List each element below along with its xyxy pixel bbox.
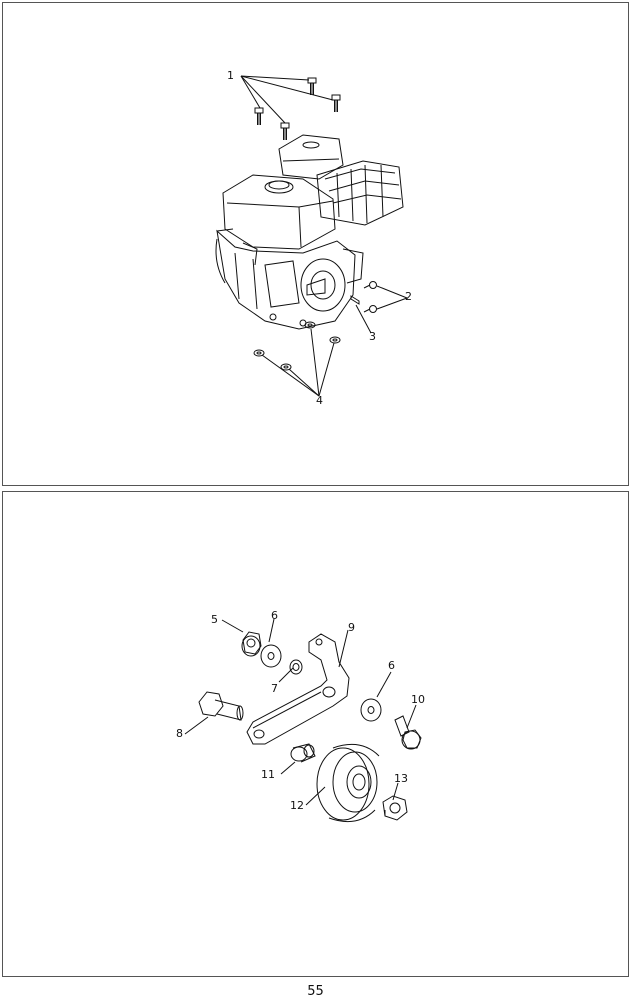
callout-9: 9 xyxy=(348,621,355,634)
bolt-group-1 xyxy=(254,77,341,140)
callout-8: 8 xyxy=(176,727,183,740)
page-number: 55 xyxy=(307,984,324,999)
washer-group-4 xyxy=(253,321,341,397)
flange-nut-part-5 xyxy=(241,631,262,657)
key-part-3 xyxy=(350,295,372,334)
idler-pulley-diagram-panel: 5 6 7 6 9 8 10 11 12 13 xyxy=(2,491,629,977)
leader-lines-1 xyxy=(240,75,334,124)
callout-13: 13 xyxy=(394,772,408,785)
callout-2: 2 xyxy=(405,290,412,303)
callout-12: 12 xyxy=(290,799,304,812)
bracket-part-9 xyxy=(246,633,350,745)
engine-body xyxy=(215,134,404,330)
bolt-part-8 xyxy=(198,691,244,721)
sleeve-part-11 xyxy=(290,743,316,763)
callout-10: 10 xyxy=(411,693,425,706)
bolt-part-10 xyxy=(394,715,422,750)
engine-diagram-panel: 1 2 3 4 xyxy=(2,2,629,486)
callout-1: 1 xyxy=(227,69,234,82)
callout-4: 4 xyxy=(316,394,323,407)
spacer-part-7 xyxy=(289,659,303,675)
engine-illustration xyxy=(215,75,408,397)
bolt-group-2 xyxy=(363,281,408,313)
idler-pulley-illustration xyxy=(184,618,422,823)
washer-part-6-right xyxy=(360,698,382,722)
callout-3: 3 xyxy=(369,330,376,343)
callout-6-left: 6 xyxy=(271,609,278,622)
leader-lines xyxy=(184,618,417,806)
callout-7: 7 xyxy=(271,682,278,695)
callout-6-right: 6 xyxy=(388,659,395,672)
nut-part-13 xyxy=(382,795,408,821)
washer-part-6-left xyxy=(260,644,282,668)
callout-5: 5 xyxy=(211,613,218,626)
callout-11: 11 xyxy=(261,768,275,781)
pulley-part-12 xyxy=(316,743,380,823)
